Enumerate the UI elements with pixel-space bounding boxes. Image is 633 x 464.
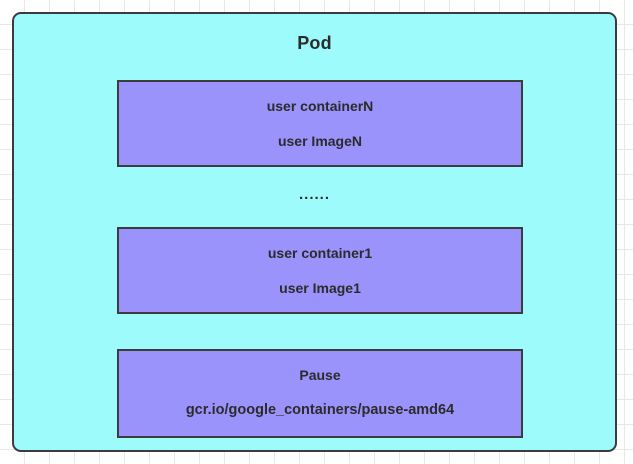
container-image-label: user ImageN xyxy=(277,132,363,149)
container-image-label: user Image1 xyxy=(279,279,361,296)
container-box-pause: Pause gcr.io/google_containers/pause-amd… xyxy=(117,349,523,438)
container-box-user-container1: user container1 user Image1 xyxy=(117,227,523,314)
container-image-label: gcr.io/google_containers/pause-amd64 xyxy=(185,402,455,419)
container-name-label: user container1 xyxy=(267,244,373,261)
container-name-label: Pause xyxy=(299,367,341,384)
container-box-user-containerN: user containerN user ImageN xyxy=(117,80,523,167)
ellipsis-separator: ...... xyxy=(298,186,330,203)
pod-title: Pod xyxy=(297,33,332,53)
pod-container: Pod user containerN user ImageN ...... u… xyxy=(12,12,617,452)
container-name-label: user containerN xyxy=(266,97,374,114)
